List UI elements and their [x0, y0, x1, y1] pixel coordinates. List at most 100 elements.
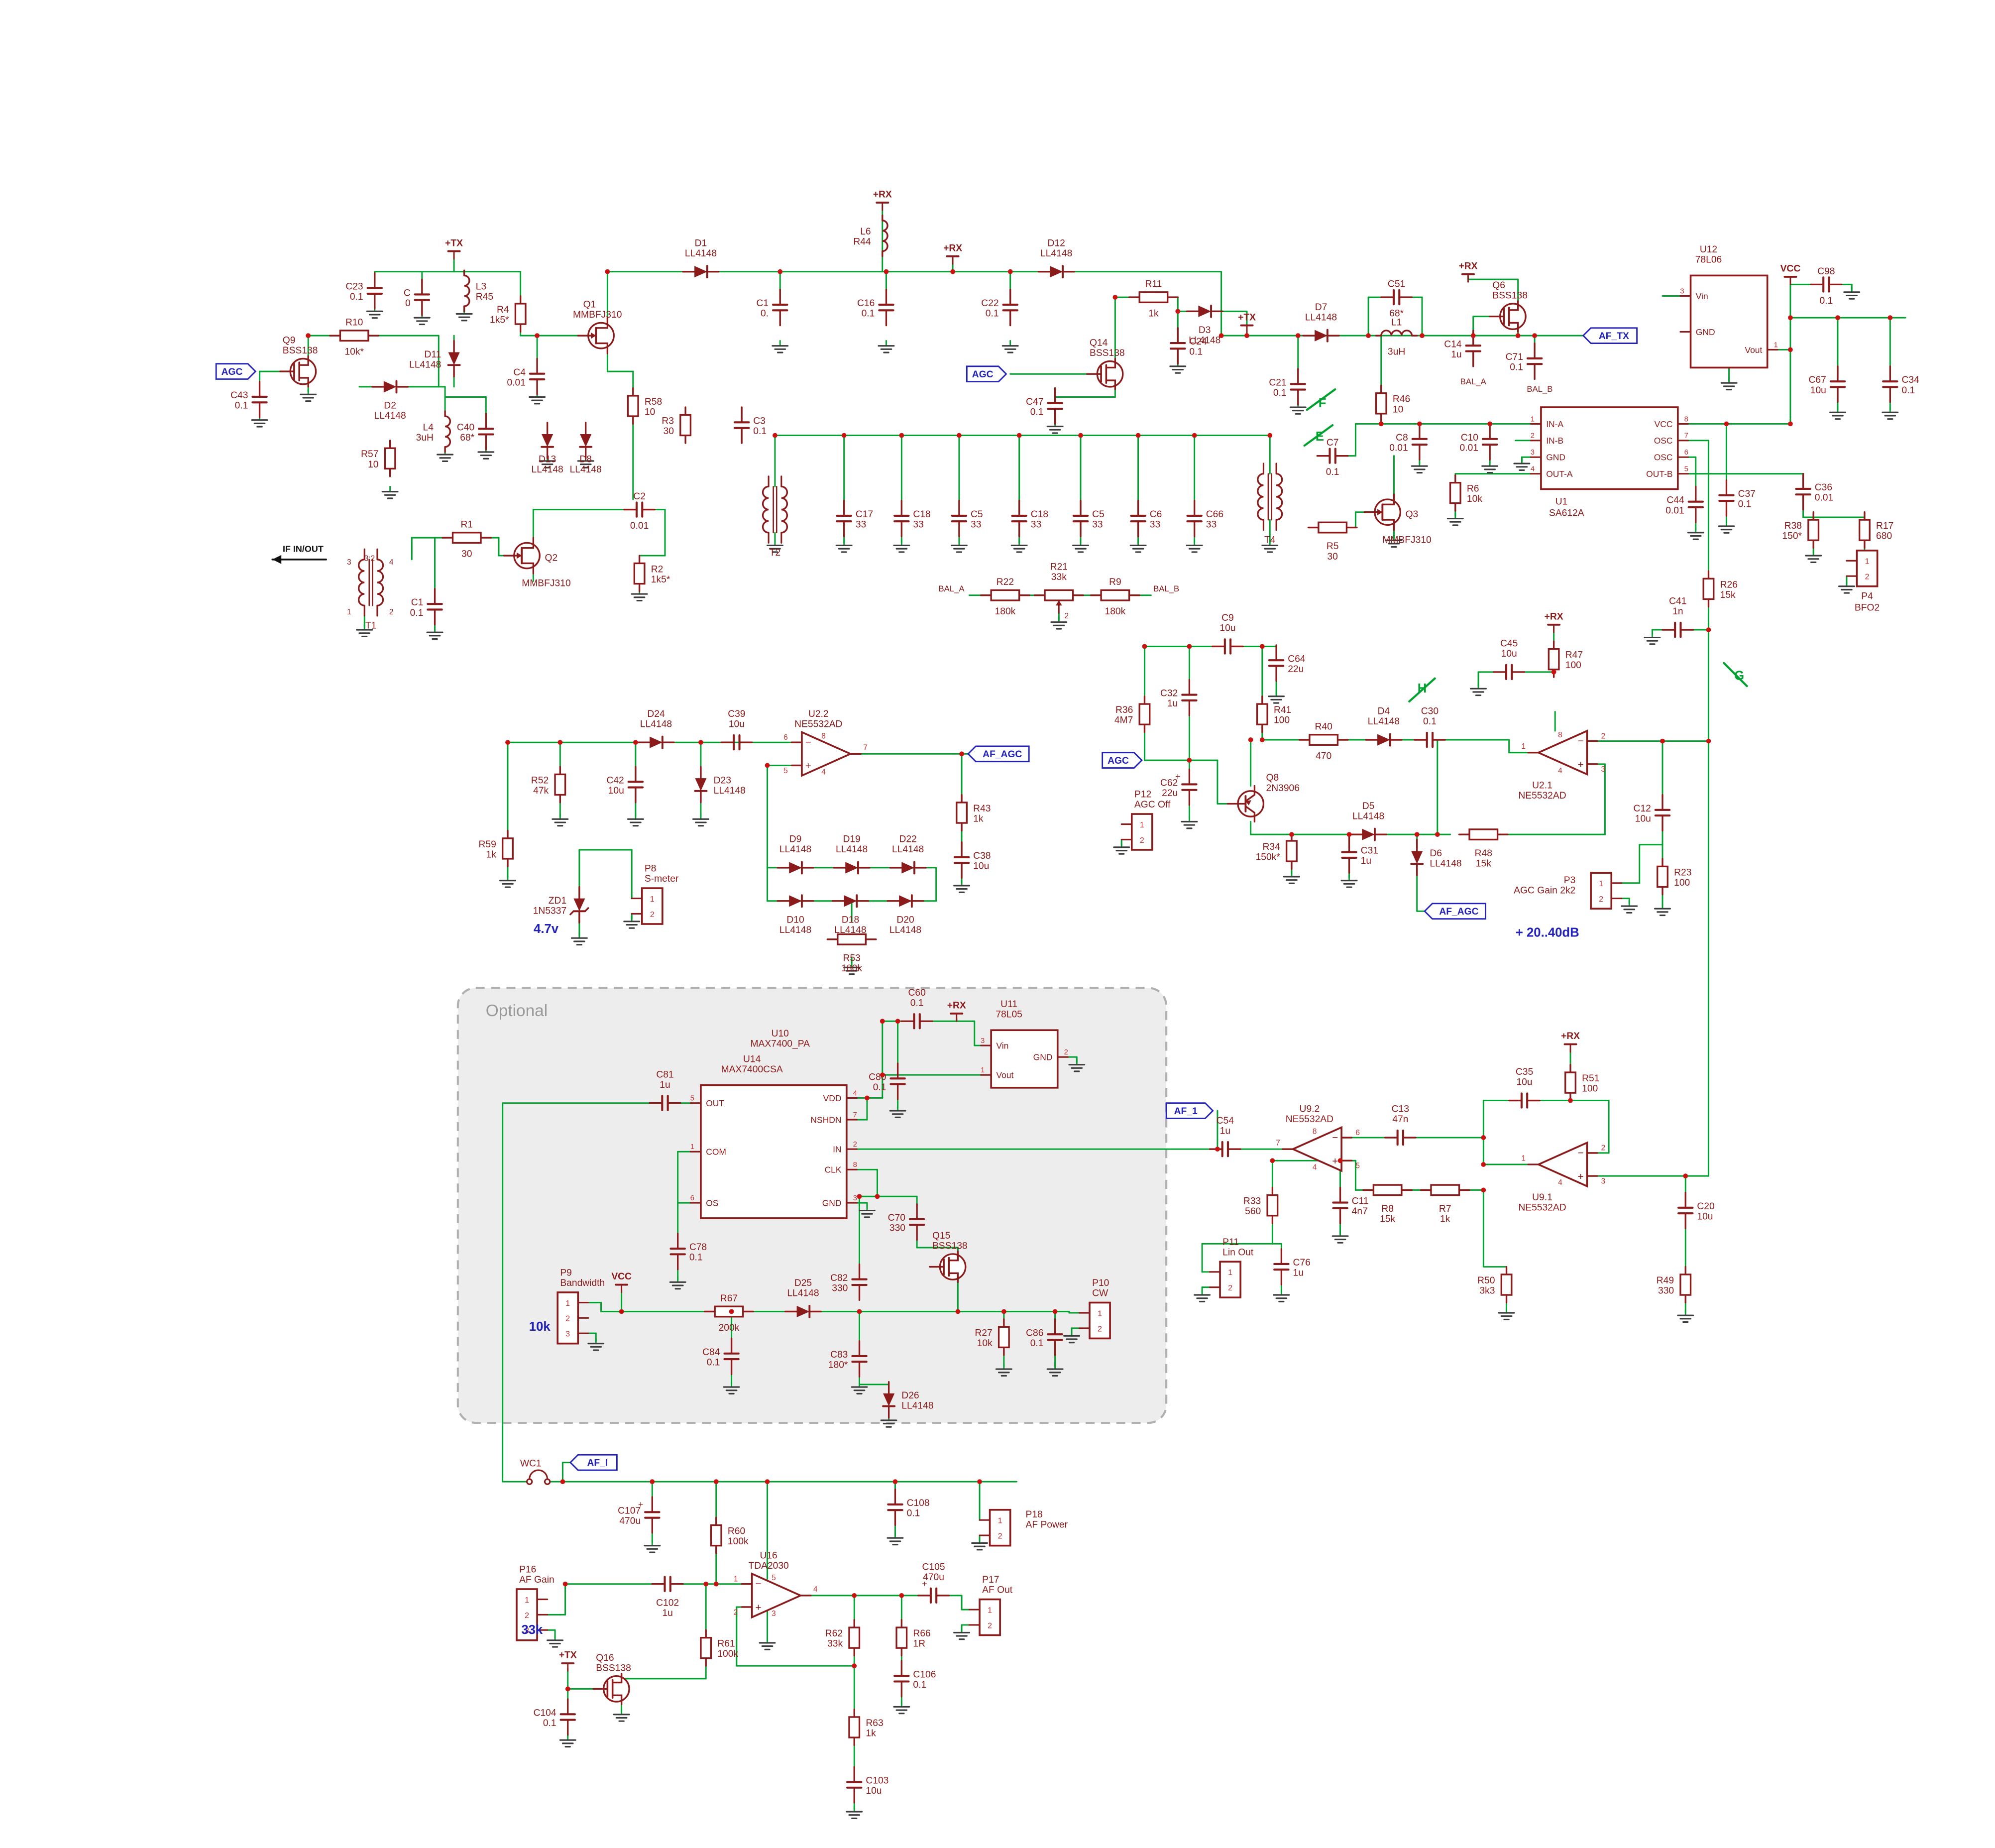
component-D10: [789, 895, 802, 907]
ic-U12-pinname: Vout: [1745, 345, 1762, 355]
junction-dot: [884, 269, 889, 274]
connector-P8-pinnum: 1: [650, 895, 655, 904]
opamp-U9.2-pin: 4: [1313, 1163, 1317, 1171]
component-R27: [998, 1326, 1010, 1349]
ref-C2: C2: [633, 491, 646, 502]
junction-dot: [857, 1194, 862, 1199]
ref-Q14: Q14: [1090, 338, 1108, 348]
junction-dot: [1267, 433, 1273, 438]
val-C9: 10u: [1219, 623, 1235, 634]
ref-U11: U11: [1000, 999, 1017, 1010]
opamp-U16-plus: +: [756, 1602, 762, 1614]
opamp-U9.1-minus: −: [1578, 1147, 1584, 1158]
val-Q3: MMBFJ310: [1382, 535, 1431, 545]
val-C17: 33: [856, 520, 866, 530]
ref-D1: D1: [695, 238, 707, 248]
ref-C13: C13: [1392, 1104, 1409, 1115]
component-D7: [1315, 330, 1328, 342]
val-Q14: BSS138: [1090, 348, 1125, 358]
ic-U1-pinnum: 2: [1531, 432, 1535, 440]
connector-P12-pinnum: 1: [1140, 821, 1144, 829]
ref-L1: L1: [1391, 318, 1402, 328]
val-C23: 0.1: [350, 292, 363, 302]
component-R10: [339, 330, 369, 342]
ref-U2.2: U2.2: [808, 709, 829, 719]
component-R36: [1138, 703, 1151, 725]
ic-U14-pinnum: 2: [853, 1141, 857, 1149]
component-R50: [1500, 1273, 1513, 1296]
ref-C78: C78: [689, 1242, 707, 1253]
annotation: 33k: [521, 1623, 543, 1637]
component-R22: [990, 589, 1020, 601]
ic-U14-pinnum: 5: [690, 1095, 694, 1103]
component-R23: [1657, 865, 1668, 888]
val-R47: 100: [1565, 660, 1581, 671]
junction-dot: [1244, 333, 1249, 339]
val-D22: LL4148: [892, 844, 924, 855]
annotation: 4: [389, 558, 394, 567]
ic-U1-pinname: VCC: [1655, 419, 1673, 429]
ic-U14-pinname: CLK: [825, 1165, 842, 1175]
opamp-U9.2-plus: +: [1332, 1155, 1338, 1167]
component-R49: [1679, 1273, 1692, 1296]
ref-C44: C44: [1666, 495, 1684, 506]
ref-C39: C39: [728, 709, 745, 719]
val-D5: LL4148: [1352, 811, 1384, 821]
opamp-U9.1: [1536, 1141, 1588, 1188]
component-R38: [1807, 519, 1820, 541]
val-C104: 0.1: [543, 1718, 556, 1729]
ic-U11-pinnum: 2: [1064, 1048, 1068, 1056]
val-P16: AF Gain: [519, 1575, 554, 1585]
ref-C108: C108: [907, 1498, 930, 1508]
ref-D26: D26: [901, 1390, 919, 1401]
val-U10: MAX7400_PA: [750, 1039, 810, 1049]
component-T4: [1257, 472, 1264, 521]
val-U11: 78L05: [996, 1010, 1022, 1020]
val-C34: 0.1: [1901, 385, 1915, 396]
power-flag-+RX-label: +RX: [1545, 612, 1563, 622]
annotation: 2: [1064, 612, 1069, 620]
val-C30: 0.1: [1423, 716, 1437, 727]
component-R6: [1449, 481, 1461, 504]
ref-R17: R17: [1876, 521, 1893, 531]
ref-U14: U14: [743, 1054, 761, 1064]
component-L3: [464, 274, 470, 307]
opamp-U9.2-pin: 7: [1276, 1139, 1280, 1147]
val-C83: 180*: [828, 1360, 848, 1371]
ref-P9: P9: [560, 1268, 572, 1278]
ref-C34: C34: [1901, 375, 1919, 385]
ref-R67: R67: [720, 1293, 738, 1304]
val-R53: 180k: [841, 963, 862, 974]
component-WC1: [529, 1469, 549, 1480]
component-Q8: [1244, 805, 1256, 823]
ref-D19: D19: [843, 834, 860, 845]
component-Q15: [948, 1272, 959, 1283]
ref-D8: D8: [579, 455, 592, 465]
val-U9.2: NE5532AD: [1286, 1114, 1333, 1125]
annotation: BAL_B: [1527, 384, 1552, 394]
ref-C10: C10: [1461, 433, 1478, 443]
component-Q3: [1377, 509, 1383, 516]
ref-D22: D22: [899, 834, 916, 845]
component-D5: [1362, 828, 1375, 840]
power-flag-+TX-label: +TX: [1238, 312, 1256, 323]
val-R26: 15k: [1720, 590, 1736, 600]
component-R21: [1044, 589, 1074, 601]
ic-U1-pinnum: 4: [1531, 465, 1535, 473]
val-P18: AF Power: [1026, 1520, 1068, 1530]
component-R34: [1285, 840, 1298, 862]
ref-C102: C102: [656, 1598, 679, 1608]
val-Q8: 2N3906: [1266, 783, 1300, 794]
val-D10: LL4148: [779, 925, 811, 935]
val-C21: 0.1: [1273, 388, 1287, 398]
val-C36: 0.01: [1815, 493, 1833, 503]
wire-class-mark: [1303, 424, 1334, 447]
ref-Q8: Q8: [1266, 773, 1279, 783]
connector-P10: [1089, 1301, 1111, 1340]
net-flag-AF_AGC: [1424, 903, 1486, 920]
val-Q16: BSS138: [596, 1663, 631, 1673]
component-D3: [1198, 305, 1212, 317]
component-Q1: [595, 317, 609, 329]
component-R1: [451, 532, 482, 544]
val-C38: 10u: [973, 861, 989, 872]
